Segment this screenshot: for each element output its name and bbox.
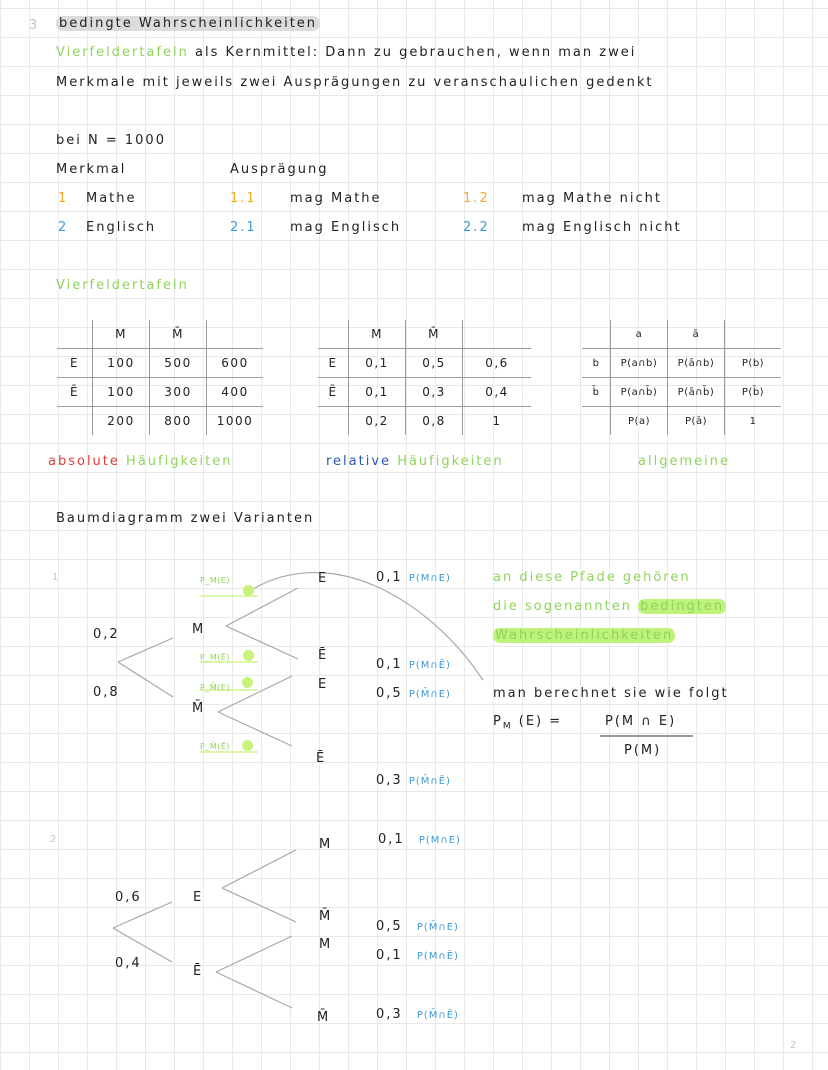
cond-label-pmbar-e: P_M̄(E) <box>200 683 231 692</box>
tree1-leaf-3: E <box>318 677 329 692</box>
header-auspraegung: Ausprägung <box>230 162 329 177</box>
merkmal-1-num: 1 <box>58 191 69 206</box>
cond-label-pmbar-ebar: P_M̄(Ē) <box>200 742 231 751</box>
merkmal-2-num: 2 <box>58 220 69 235</box>
tree2-branch-ebar <box>112 927 173 963</box>
highlight-dot <box>243 585 254 596</box>
tree2-result-1: 0,1 P(M∩E) <box>378 832 461 847</box>
tree1-branch-mbar-ebar <box>217 711 293 747</box>
tree1-branch-mbar <box>117 661 174 698</box>
tree1-prob-mbar: 0,8 <box>93 685 120 700</box>
auspraegung-2-1-num: 2.1 <box>230 220 257 235</box>
formula-numerator: P(M ∩ E) <box>605 714 677 729</box>
tree1-branch-mbar-e <box>217 675 293 713</box>
tree1-result-3: 0,5 P(M̄∩E) <box>376 686 451 701</box>
formula-denominator: P(M) <box>624 743 662 758</box>
tree1-leaf-1: E <box>318 571 329 586</box>
tree1-arc <box>247 572 484 681</box>
tree2-label: 2 <box>50 834 59 845</box>
merkmal-1-name: Mathe <box>86 191 137 206</box>
tree2-leaf-4: M̄ <box>317 1010 331 1025</box>
tree2-leaf-2: M̄ <box>319 909 333 924</box>
tree2-branch-e-mbar <box>221 887 297 923</box>
auspraegung-1-2-text: mag Mathe nicht <box>522 191 662 206</box>
tree1-result-1: 0,1 P(M∩E) <box>376 570 451 585</box>
tree1-prob-m: 0,2 <box>93 627 120 642</box>
tree1-node-mbar: M̄ <box>192 701 206 716</box>
highlight-dot <box>242 740 253 751</box>
note-line-2: die sogenannten bedingten <box>493 599 727 614</box>
tree2-result-2: 0,5 P(M̄∩E) <box>376 919 459 934</box>
section-baumdiagramm: Baumdiagramm zwei Varianten <box>56 511 315 526</box>
page-number-top: 3 <box>29 18 40 33</box>
tree2-result-3: 0,1 P(M∩Ē) <box>376 948 459 963</box>
tree2-branch-ebar-m <box>215 935 293 973</box>
tree2-branch-ebar-mbar <box>215 971 293 1009</box>
highlight-dot <box>242 677 253 688</box>
formula-lhs: PM (E) = <box>493 714 563 732</box>
tree1-label: 1 <box>52 572 61 583</box>
tree1-branch-m-e <box>225 587 299 627</box>
tree2-branch-e-m <box>221 849 297 889</box>
formula-intro: man berechnet sie wie folgt <box>493 686 729 701</box>
tree2-leaf-1: M <box>319 837 333 852</box>
auspraegung-2-2-text: mag Englisch nicht <box>522 220 682 235</box>
section-vierfeldertafeln: Vierfeldertafeln <box>56 278 189 293</box>
sample-size: bei N = 1000 <box>56 133 166 148</box>
caption-general: allgemeine <box>638 454 730 469</box>
tree1-node-m: M <box>192 622 206 637</box>
tree2-branch-e <box>112 901 173 929</box>
header-merkmal: Merkmal <box>56 162 127 177</box>
note-line-3: Wahrscheinlichkeiten <box>493 628 676 643</box>
tree1-branch-m-ebar <box>225 625 299 660</box>
intro-line-2: Merkmale mit jeweils zwei Ausprägungen z… <box>56 75 654 90</box>
intro-keyword: Vierfeldertafeln <box>56 45 189 60</box>
tree2-node-e: E <box>193 890 204 905</box>
tree1-leaf-2: Ē <box>318 648 329 663</box>
tree1-result-4: 0,3 P(M̄∩Ē) <box>376 773 451 788</box>
tree2-node-ebar: Ē <box>193 964 204 979</box>
tree2-prob-ebar: 0,4 <box>115 956 142 971</box>
auspraegung-2-1-text: mag Englisch <box>290 220 402 235</box>
tree1-leaf-4: Ē <box>316 751 327 766</box>
auspraegung-1-1-text: mag Mathe <box>290 191 382 206</box>
cond-label-pm-ebar: P_M(Ē) <box>200 653 231 662</box>
note-line-1: an diese Pfade gehören <box>493 570 691 585</box>
auspraegung-2-2-num: 2.2 <box>463 220 490 235</box>
tree1-result-2: 0,1 P(M∩Ē) <box>376 657 451 672</box>
caption-absolute: absolute Häufigkeiten <box>48 454 233 469</box>
page-number-bottom: 2 <box>790 1040 799 1051</box>
auspraegung-1-1-num: 1.1 <box>230 191 257 206</box>
tree2-leaf-3: M <box>319 937 333 952</box>
tree1-branch-m <box>117 637 174 663</box>
page-title: bedingte Wahrscheinlichkeiten <box>56 16 321 32</box>
auspraegung-1-2-num: 1.2 <box>463 191 490 206</box>
intro-line-1: Vierfeldertafeln als Kernmittel: Dann zu… <box>56 45 637 60</box>
tree2-prob-e: 0,6 <box>115 890 142 905</box>
caption-relative: relative Häufigkeiten <box>326 454 504 469</box>
tree2-result-4: 0,3 P(M̄∩Ē) <box>376 1007 459 1022</box>
highlight-dot <box>243 650 254 661</box>
merkmal-2-name: Englisch <box>86 220 157 235</box>
cond-label-pm-e: P_M(E) <box>200 576 231 585</box>
